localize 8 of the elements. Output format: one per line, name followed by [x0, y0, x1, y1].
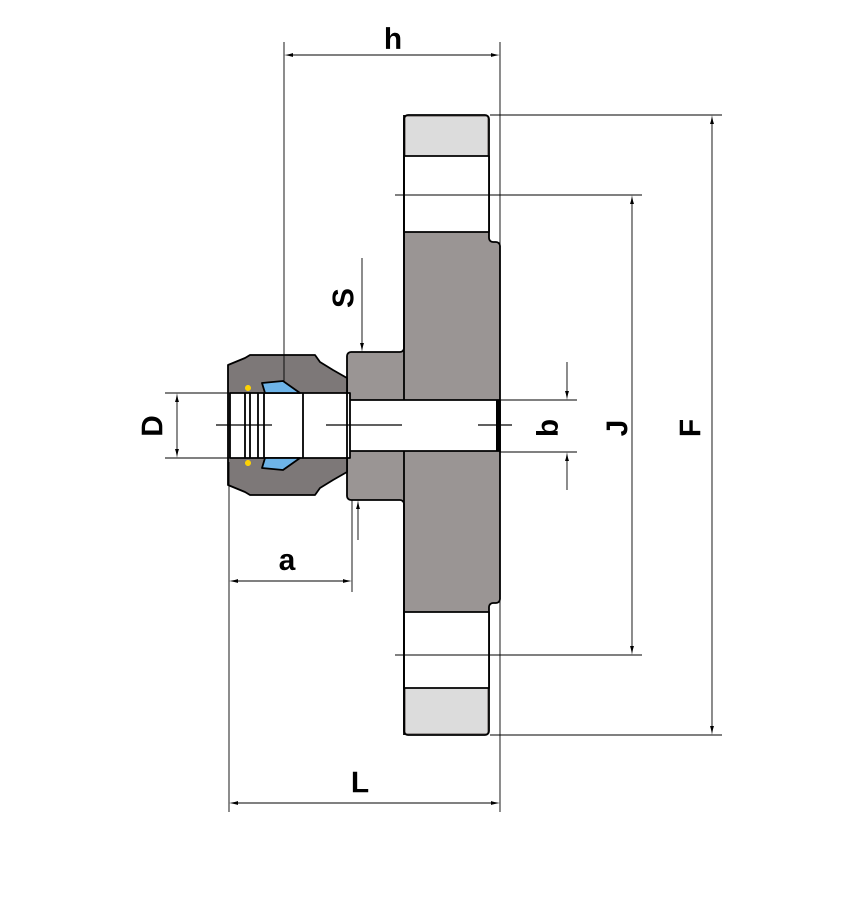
dimension-label: S [332, 289, 354, 308]
dimension-label: b [536, 420, 558, 436]
dimension-label: D [142, 416, 162, 435]
dimension-label: F [680, 420, 700, 436]
dimension-label: J [606, 422, 628, 436]
dimension-label: h [386, 27, 400, 49]
dimension-label: a [280, 554, 296, 570]
dimension-label: L [352, 772, 368, 792]
